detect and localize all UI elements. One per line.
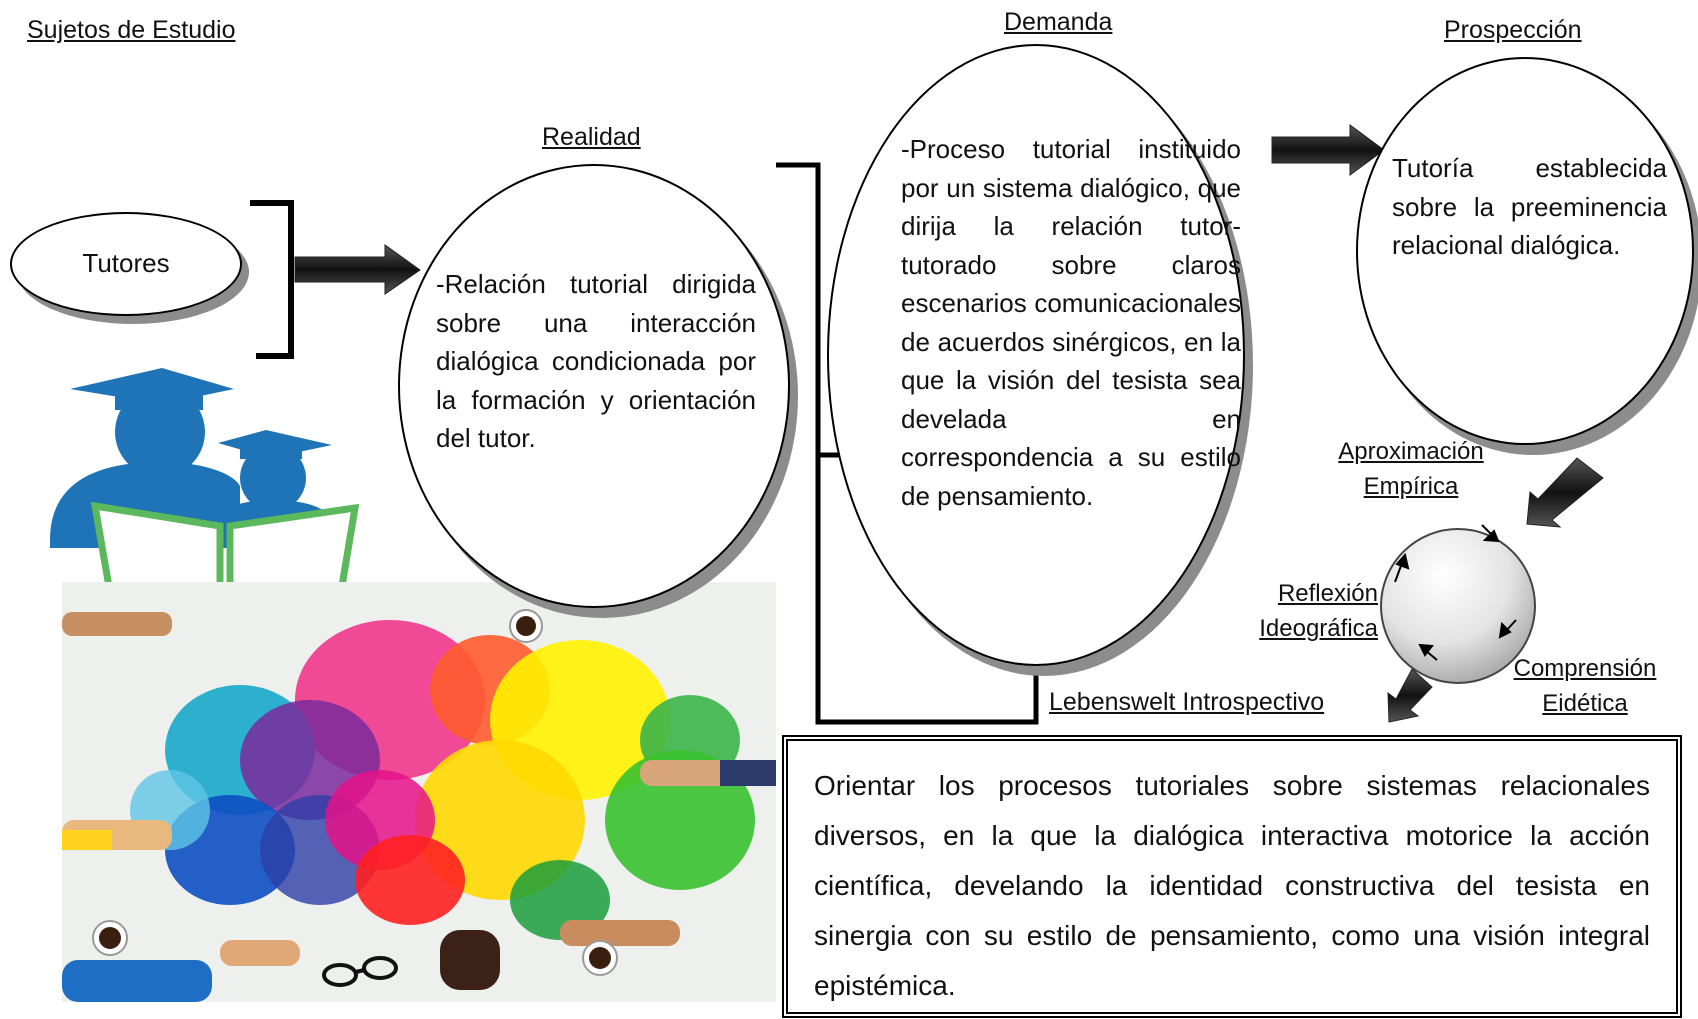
arrow-to-prospection	[1271, 124, 1385, 176]
tutors-node: Tutores	[10, 212, 242, 316]
comprehension-line-1: Comprensión	[1513, 655, 1657, 682]
tutors-label: Tutores	[82, 248, 170, 278]
reflection-line-1: Reflexión	[1277, 580, 1378, 607]
prospection-text: Tutoría establecida sobre la preeminenci…	[1392, 153, 1667, 260]
demand-node: -Proceso tutorial instituido por un sist…	[827, 44, 1245, 666]
cycle-comprehension-label: Comprensión Eidética	[1500, 651, 1670, 721]
prospection-node: Tutoría establecida sobre la preeminenci…	[1356, 57, 1694, 445]
cycle-approximation-label: Aproximación Empírica	[1326, 434, 1496, 504]
reality-node: -Relación tutorial dirigida sobre una in…	[398, 164, 790, 608]
comprehension-line-2: Eidética	[1542, 690, 1628, 717]
arrow-to-reality	[294, 244, 421, 295]
reality-text: -Relación tutorial dirigida sobre una in…	[436, 269, 756, 453]
reality-label: Realidad	[542, 123, 641, 151]
reflection-line-2: Ideográfica	[1259, 615, 1378, 642]
subjects-label: Sujetos de Estudio	[27, 16, 236, 44]
approximation-line-2: Empírica	[1363, 473, 1459, 500]
conclusion-text: Orientar los procesos tutoriales sobre s…	[814, 770, 1650, 1001]
cycle-reflection-label: Reflexión Ideográfica	[1238, 576, 1378, 646]
arrow-to-conclusion	[1387, 668, 1433, 723]
lebenswelt-label: Lebenswelt Introspectivo	[1049, 688, 1325, 716]
arrow-to-cycle	[1526, 457, 1604, 528]
demand-label: Demanda	[1004, 8, 1113, 36]
tutors-bracket	[250, 200, 294, 359]
prospection-label: Prospección	[1444, 16, 1582, 44]
conclusion-box: Orientar los procesos tutoriales sobre s…	[782, 735, 1682, 1018]
cycle-sphere	[1380, 524, 1536, 684]
demand-text: -Proceso tutorial instituido por un sist…	[901, 134, 1241, 511]
speech-bubbles-collage	[62, 582, 776, 1002]
approximation-line-1: Aproximación	[1338, 438, 1484, 465]
